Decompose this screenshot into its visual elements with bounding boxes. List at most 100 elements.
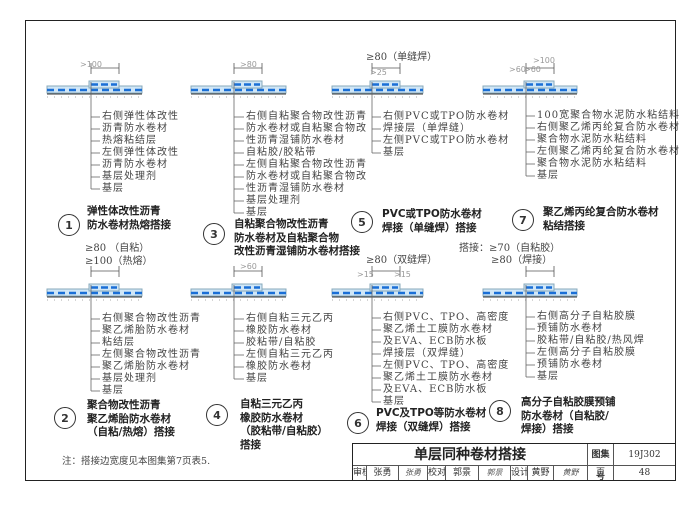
layer-label: 基层 bbox=[383, 396, 405, 407]
layer-label: 预铺防水卷材 bbox=[537, 359, 603, 370]
dimension-label: ≥80（焊接） bbox=[491, 255, 553, 266]
dimension-label: ≥100（热熔） bbox=[85, 256, 153, 267]
layer-label: 性沥青湿铺防水卷材 bbox=[246, 135, 345, 146]
layer-list: 右侧弹性体改性沥青防水卷材热熔粘结层左侧弹性体改性沥青防水卷材基层处理剂基层 bbox=[102, 111, 179, 195]
detail-title-line: （自粘/热熔）搭接 bbox=[87, 426, 175, 438]
detail-number: 7 bbox=[512, 209, 534, 231]
designer: 黄野 bbox=[528, 466, 554, 480]
atlas-number: 19J302 bbox=[614, 444, 675, 466]
layer-label: 焊接层（双焊缝） bbox=[383, 348, 471, 359]
signature: 张勇 bbox=[399, 466, 428, 480]
layer-list: 右侧自粘三元乙丙橡胶防水卷材胶粘带/自粘胶左侧自粘三元乙丙橡胶防水卷材基层 bbox=[246, 313, 334, 385]
layer-label: 左侧聚合物改性沥青 bbox=[102, 349, 201, 360]
layer-label: 聚合物水泥防水粘结料 bbox=[537, 134, 647, 145]
detail-title-line: PVC及TPO等防水卷材 bbox=[376, 407, 487, 419]
layer-label: 焊接层（单焊缝） bbox=[383, 123, 471, 134]
layer-label: 防水卷材或自粘聚合物改 bbox=[246, 123, 367, 134]
detail-title-line: 防水卷材（自粘胶/ bbox=[521, 409, 609, 422]
review-label: 审核 bbox=[353, 466, 367, 480]
detail-title-line: 高分子自粘胶膜预铺 bbox=[521, 396, 616, 408]
layer-label: 右侧自粘聚合物改性沥青 bbox=[246, 111, 367, 122]
detail-title-line: 自粘三元乙丙 bbox=[240, 398, 303, 410]
sheet-frame bbox=[25, 20, 676, 481]
detail-title-line: 粘结搭接 bbox=[543, 219, 585, 232]
layer-label: 右侧聚合物改性沥青 bbox=[102, 313, 201, 324]
detail-title-line: （胶粘带/自粘胶） bbox=[240, 425, 328, 437]
reviewer: 张勇 bbox=[367, 466, 399, 480]
layer-label: 基层 bbox=[537, 371, 559, 382]
dimension-label: >15 bbox=[394, 270, 411, 279]
page-label: 页 bbox=[588, 466, 614, 480]
layer-list: 右侧自粘聚合物改性沥青防水卷材或自粘聚合物改性沥青湿铺防水卷材自粘胶/胶粘带左侧… bbox=[246, 111, 367, 219]
layer-label: 基层 bbox=[246, 373, 268, 384]
detail-number: 4 bbox=[206, 404, 228, 426]
layer-label: 聚乙烯土工膜防水卷材 bbox=[383, 324, 493, 335]
layer-label: 基层 bbox=[246, 207, 268, 218]
layer-label: 聚合物水泥防水粘结料 bbox=[537, 158, 647, 169]
layer-label: 左侧高分子自粘胶膜 bbox=[537, 347, 636, 358]
dimension-label: >60 bbox=[240, 262, 257, 271]
layer-label: 粘结层 bbox=[102, 337, 135, 348]
layer-label: 左侧弹性体改性 bbox=[102, 147, 179, 158]
signature: 黄野 bbox=[554, 466, 588, 480]
layer-label: 橡胶防水卷材 bbox=[246, 325, 312, 336]
layer-label: 右侧PVC或TPO防水卷材 bbox=[383, 111, 510, 122]
detail-title-line: 防水卷材及自粘聚合物 bbox=[234, 231, 339, 244]
detail-title: 聚乙烯丙纶复合防水卷材粘结搭接 bbox=[543, 206, 659, 233]
layer-list: 右侧PVC、TPO、高密度聚乙烯土工膜防水卷材及EVA、ECB防水板焊接层（双焊… bbox=[383, 312, 509, 408]
layer-label: 100宽聚合物水泥防水粘结料 bbox=[537, 110, 681, 121]
drawing-title: 单层同种卷材搭接 bbox=[353, 444, 588, 466]
detail-number: 1 bbox=[58, 214, 80, 236]
layer-list: 100宽聚合物水泥防水粘结料右侧聚乙烯丙纶复合防水卷材聚合物水泥防水粘结料左侧聚… bbox=[537, 110, 680, 182]
layer-label: 基层 bbox=[383, 147, 405, 158]
dimension-label: >100 bbox=[533, 56, 555, 65]
detail-title-line: 自粘聚合物改性沥青 bbox=[234, 218, 329, 230]
detail-title-line: 聚合物改性沥青 bbox=[87, 399, 161, 411]
page-no: 48 bbox=[638, 468, 651, 478]
layer-list: 右侧PVC或TPO防水卷材焊接层（单焊缝）左侧PVC或TPO防水卷材基层 bbox=[383, 111, 509, 159]
layer-label: 左侧聚乙烯丙纶复合防水卷材 bbox=[537, 146, 680, 157]
check-label: 校对 bbox=[428, 466, 446, 480]
detail-title-line: 聚乙烯胎防水卷材 bbox=[87, 412, 171, 425]
dimension-label: >25 bbox=[370, 68, 387, 77]
dimension-label: >15 bbox=[357, 270, 374, 279]
detail-number: 5 bbox=[351, 211, 373, 233]
dimension-label: ≥80 （自粘） bbox=[85, 243, 150, 254]
layer-label: 左侧自粘聚合物改性沥青 bbox=[246, 159, 367, 170]
dimension-label: >80 bbox=[240, 60, 257, 69]
dimension-label: 搭接：≥70（自粘胶） bbox=[459, 243, 561, 254]
detail-title-line: 搭接 bbox=[240, 438, 261, 451]
layer-label: 热熔粘结层 bbox=[102, 135, 157, 146]
detail-title-line: 焊接（单缝焊）搭接 bbox=[382, 221, 477, 234]
layer-label: 及EVA、ECB防水板 bbox=[383, 384, 488, 395]
layer-label: 预铺防水卷材 bbox=[537, 323, 603, 334]
detail-title-line: 焊接（双缝焊）搭接 bbox=[376, 420, 471, 433]
layer-label: 右侧弹性体改性 bbox=[102, 111, 179, 122]
layer-label: 基层处理剂 bbox=[102, 171, 157, 182]
detail-title: 自粘三元乙丙橡胶防水卷材（胶粘带/自粘胶）搭接 bbox=[240, 398, 328, 452]
layer-label: 基层处理剂 bbox=[102, 373, 157, 384]
layer-label: 右侧PVC、TPO、高密度 bbox=[383, 312, 510, 323]
layer-label: 左侧PVC、TPO、高密度 bbox=[383, 360, 510, 371]
dimension-label: >60 bbox=[509, 65, 526, 74]
atlas-label: 图集号 bbox=[588, 444, 614, 482]
layer-label: 基层 bbox=[102, 385, 124, 396]
dimension-label: >60 bbox=[524, 65, 541, 74]
layer-label: 及EVA、ECB防水板 bbox=[383, 336, 488, 347]
layer-label: 聚乙烯胎防水卷材 bbox=[102, 325, 190, 336]
dimension-label: ≥80（双缝焊） bbox=[366, 255, 438, 266]
layer-label: 胶粘带/自粘胶/热风焊 bbox=[537, 335, 645, 346]
detail-number: 3 bbox=[203, 223, 225, 245]
layer-label: 橡胶防水卷材 bbox=[246, 361, 312, 372]
layer-label: 右侧高分子自粘胶膜 bbox=[537, 311, 636, 322]
layer-label: 左侧PVC或TPO防水卷材 bbox=[383, 135, 510, 146]
detail-number: 8 bbox=[489, 400, 511, 422]
detail-title-line: 焊接）搭接 bbox=[521, 423, 574, 435]
layer-label: 聚乙烯胎防水卷材 bbox=[102, 361, 190, 372]
layer-label: 胶粘带/自粘胶 bbox=[246, 337, 317, 348]
detail-title: PVC或TPO防水卷材焊接（单缝焊）搭接 bbox=[382, 208, 482, 235]
layer-label: 沥青防水卷材 bbox=[102, 123, 168, 134]
design-label: 设计 bbox=[511, 466, 528, 480]
layer-label: 沥青防水卷材 bbox=[102, 159, 168, 170]
